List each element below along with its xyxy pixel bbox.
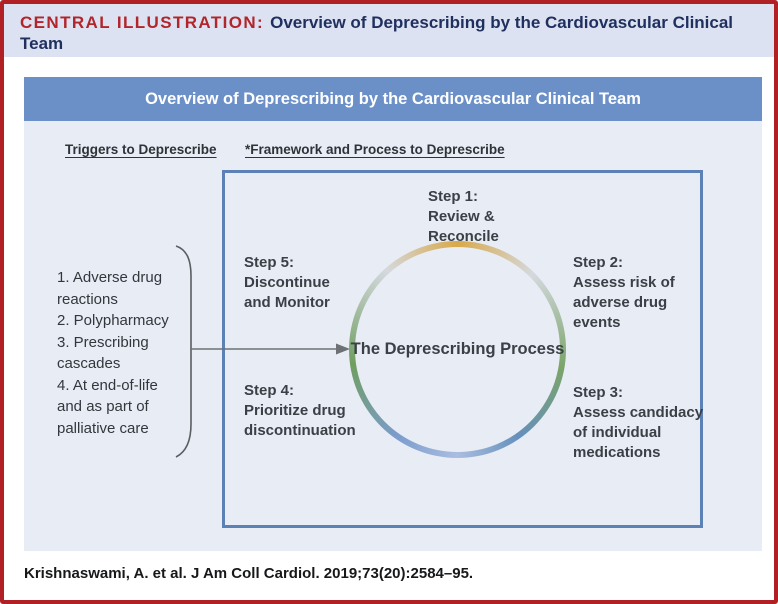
trigger-item: 1. Adverse drug reactions xyxy=(57,269,163,308)
diagram-panel: Triggers to Deprescribe *Framework and P… xyxy=(24,121,762,551)
triggers-heading: Triggers to Deprescribe xyxy=(65,142,217,157)
process-center-label: The Deprescribing Process xyxy=(350,340,565,358)
step-3-label: Step 3: Assess candidacy of individual m… xyxy=(573,384,704,461)
trigger-item: 3. Prescribing cascades xyxy=(57,333,149,373)
figure-title: CENTRAL ILLUSTRATION:Overview of Depresc… xyxy=(20,12,750,54)
banner-title: Overview of Deprescribing by the Cardiov… xyxy=(24,77,762,121)
figure-title-text: Overview of Deprescribing by the Cardiov… xyxy=(20,13,734,53)
step-4-label: Step 4: Prioritize drug discontinuation xyxy=(244,382,356,439)
framework-heading: *Framework and Process to Deprescribe xyxy=(245,142,505,157)
citation: Krishnaswami, A. et al. J Am Coll Cardio… xyxy=(24,565,474,582)
title-band: CENTRAL ILLUSTRATION:Overview of Depresc… xyxy=(4,4,774,57)
step-1-label: Step 1: Review & Reconcile xyxy=(428,188,499,245)
step-2-label: Step 2: Assess risk of adverse drug even… xyxy=(573,254,675,331)
process-ring: The Deprescribing Process xyxy=(349,241,566,458)
central-illustration-label: CENTRAL ILLUSTRATION: xyxy=(20,13,265,32)
trigger-item: 2. Polypharmacy xyxy=(57,312,169,329)
trigger-list: 1. Adverse drug reactions 2. Polypharmac… xyxy=(57,267,187,439)
step-5-label: Step 5: Discontinue and Monitor xyxy=(244,254,330,311)
trigger-item: 4. At end-of-life and as part of palliat… xyxy=(57,376,158,437)
